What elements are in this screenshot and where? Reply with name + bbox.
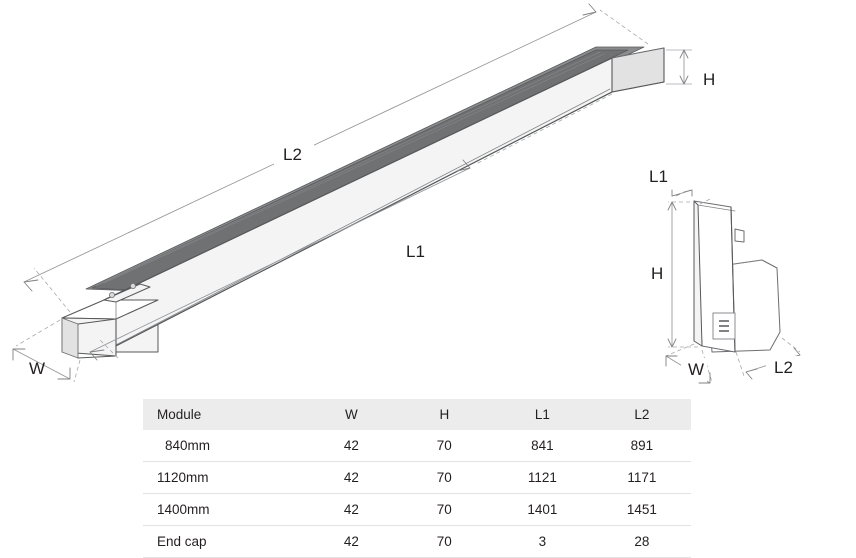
cell-w: 42: [306, 493, 397, 526]
w-dimension-line: [12, 348, 71, 380]
table-row: End cap 42 70 3 28: [143, 525, 691, 558]
end-cap-isometric: L1 H W L2: [644, 167, 801, 384]
cell-module: 1120mm: [143, 461, 307, 494]
module-screw-icon-1: [109, 291, 116, 298]
endcap-w-arrow-end: [698, 372, 711, 384]
l2-arrow-right: [582, 3, 597, 16]
module-right-end-bottom: [611, 81, 665, 93]
h-label: H: [703, 70, 715, 89]
l1-label: L1: [406, 242, 425, 261]
endcap-w-extension-upper: [665, 343, 695, 357]
module-channel-ridge-line: [95, 51, 601, 287]
module-diffuser-seam: [107, 88, 611, 350]
w-extension-upper: [15, 319, 61, 347]
technical-drawing-canvas: L2 L1 H W: [12, 3, 801, 384]
l2-label-backdrop: [274, 140, 314, 166]
table-row: 840mm 42 70 841 891: [143, 430, 691, 462]
column-header-l2: L2: [592, 399, 691, 430]
endcap-l1-extension-right: [699, 197, 713, 205]
column-header-w: W: [306, 399, 397, 430]
cell-h: 70: [436, 438, 452, 453]
l1-arrow-right: [456, 159, 471, 172]
endcap-face-plate-top-bevel: [697, 204, 736, 212]
module-joint-plate: [103, 283, 151, 303]
cell-h: 70: [396, 525, 492, 558]
module-dimensions-table: Module W H L1 L2 840mm 42 70 841 891 112…: [143, 399, 691, 558]
h-arrow-top: [679, 49, 689, 59]
l1-extension-left: [99, 339, 119, 359]
column-header-l1: L1: [491, 399, 593, 430]
endcap-w-label: W: [688, 360, 704, 379]
cell-l2: 1451: [592, 493, 691, 526]
endcap-l2-extension-left: [735, 351, 745, 377]
module-top-channel-inner: [91, 49, 629, 291]
endcap-l2-extension-right: [781, 337, 801, 353]
module-screw-icon-2: [129, 282, 136, 289]
cell-l1: 841: [531, 438, 554, 453]
cell-module: End cap: [143, 525, 307, 558]
cell-l1: 3: [491, 525, 593, 558]
endcap-label-marking-icon: [719, 320, 729, 332]
endcap-l2-label-backdrop: [766, 356, 798, 380]
module-left-endcap-edge-1: [77, 318, 117, 325]
l2-arrow-left: [23, 279, 39, 292]
endcap-l2-label: L2: [774, 358, 793, 377]
cell-module: 840mm: [165, 438, 211, 453]
endcap-h-arrow-bottom: [667, 338, 677, 348]
endcap-h-label-backdrop: [644, 262, 670, 286]
w-extension-lower: [73, 359, 81, 383]
endcap-w-label-backdrop: [681, 358, 707, 382]
endcap-locking-tab: [734, 228, 745, 243]
cell-module: 1400mm: [143, 493, 307, 526]
module-left-endcap-edge-2: [77, 355, 117, 359]
w-arrow-start: [12, 348, 26, 361]
l1-label-backdrop: [398, 238, 438, 264]
endcap-l1-label: L1: [649, 167, 668, 186]
w-label: W: [29, 359, 45, 378]
cell-w: 42: [306, 461, 397, 494]
endcap-face-plate-edge: [693, 200, 703, 347]
column-header-h: H: [396, 399, 492, 430]
linear-module-isometric: L2 L1 H W: [12, 3, 715, 383]
cell-l2: 1171: [592, 461, 691, 494]
table-row: 1400mm 42 70 1401 1451: [143, 493, 691, 526]
l2-extension-right: [599, 9, 649, 45]
cell-w: 42: [306, 525, 397, 558]
endcap-h-arrow-top: [667, 201, 677, 211]
endcap-l2-arrow-left: [745, 368, 758, 380]
cell-l2: 28: [592, 525, 691, 558]
module-channel-ridge-line-2: [103, 53, 605, 284]
module-front-top-edge: [103, 57, 613, 301]
cell-w: 42: [343, 438, 359, 453]
cell-l2: 891: [630, 438, 654, 453]
l1-extension-right: [475, 93, 613, 165]
column-header-module: Module: [143, 399, 307, 430]
l1-arrow-left: [89, 349, 105, 361]
module-dimensions-table-wrapper: Module W H L1 L2 840mm 42 70 841 891 112…: [143, 399, 691, 558]
endcap-l1-arrow-right: [683, 189, 693, 197]
cell-l1: 1121: [491, 461, 593, 494]
l2-extension-left: [33, 267, 71, 313]
l1-dimension-line: [89, 167, 471, 353]
endcap-w-arrow-start: [665, 355, 678, 367]
module-left-endcap-side: [61, 317, 79, 359]
h-arrow-bottom: [679, 75, 689, 85]
w-arrow-end: [57, 367, 71, 380]
endcap-h-label: H: [651, 264, 663, 283]
table-row: 1120mm 42 70 1121 1171: [143, 461, 691, 494]
l2-label: L2: [283, 145, 302, 164]
table-body: 840mm 42 70 841 891 1120mm 42 70 1121 11…: [143, 430, 691, 558]
cell-h: 70: [396, 461, 492, 494]
cell-h: 70: [396, 493, 492, 526]
endcap-l1-arrow-left: [671, 189, 681, 197]
cell-l1: 1401: [491, 493, 593, 526]
table-header-row: Module W H L1 L2: [143, 399, 691, 430]
table-header: Module W H L1 L2: [143, 399, 691, 430]
